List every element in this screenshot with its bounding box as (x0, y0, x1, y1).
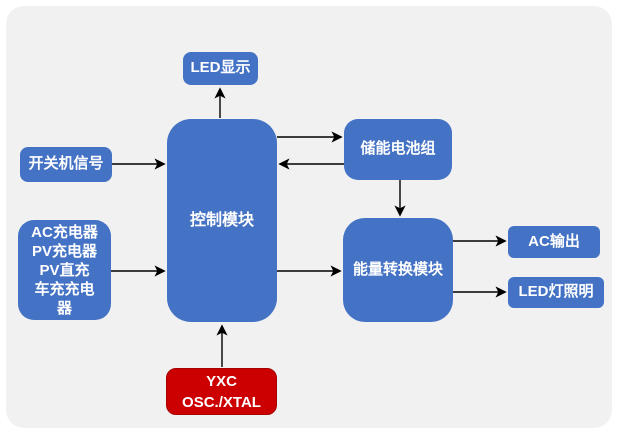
node-charger-inputs: AC充电器 PV充电器 PV直充 车充充电 器 (18, 220, 111, 320)
node-battery-pack: 储能电池组 (344, 119, 452, 180)
node-yxc-oscillator: YXC OSC./XTAL (166, 368, 277, 415)
node-ac-output: AC输出 (508, 226, 600, 258)
node-power-on-off-signal: 开关机信号 (20, 147, 112, 182)
diagram-background-panel (6, 6, 612, 428)
node-led-display: LED显示 (183, 52, 258, 85)
node-energy-conversion-module: 能量转换模块 (343, 218, 453, 322)
node-control-module: 控制模块 (167, 119, 277, 322)
node-led-lighting: LED灯照明 (508, 277, 604, 308)
